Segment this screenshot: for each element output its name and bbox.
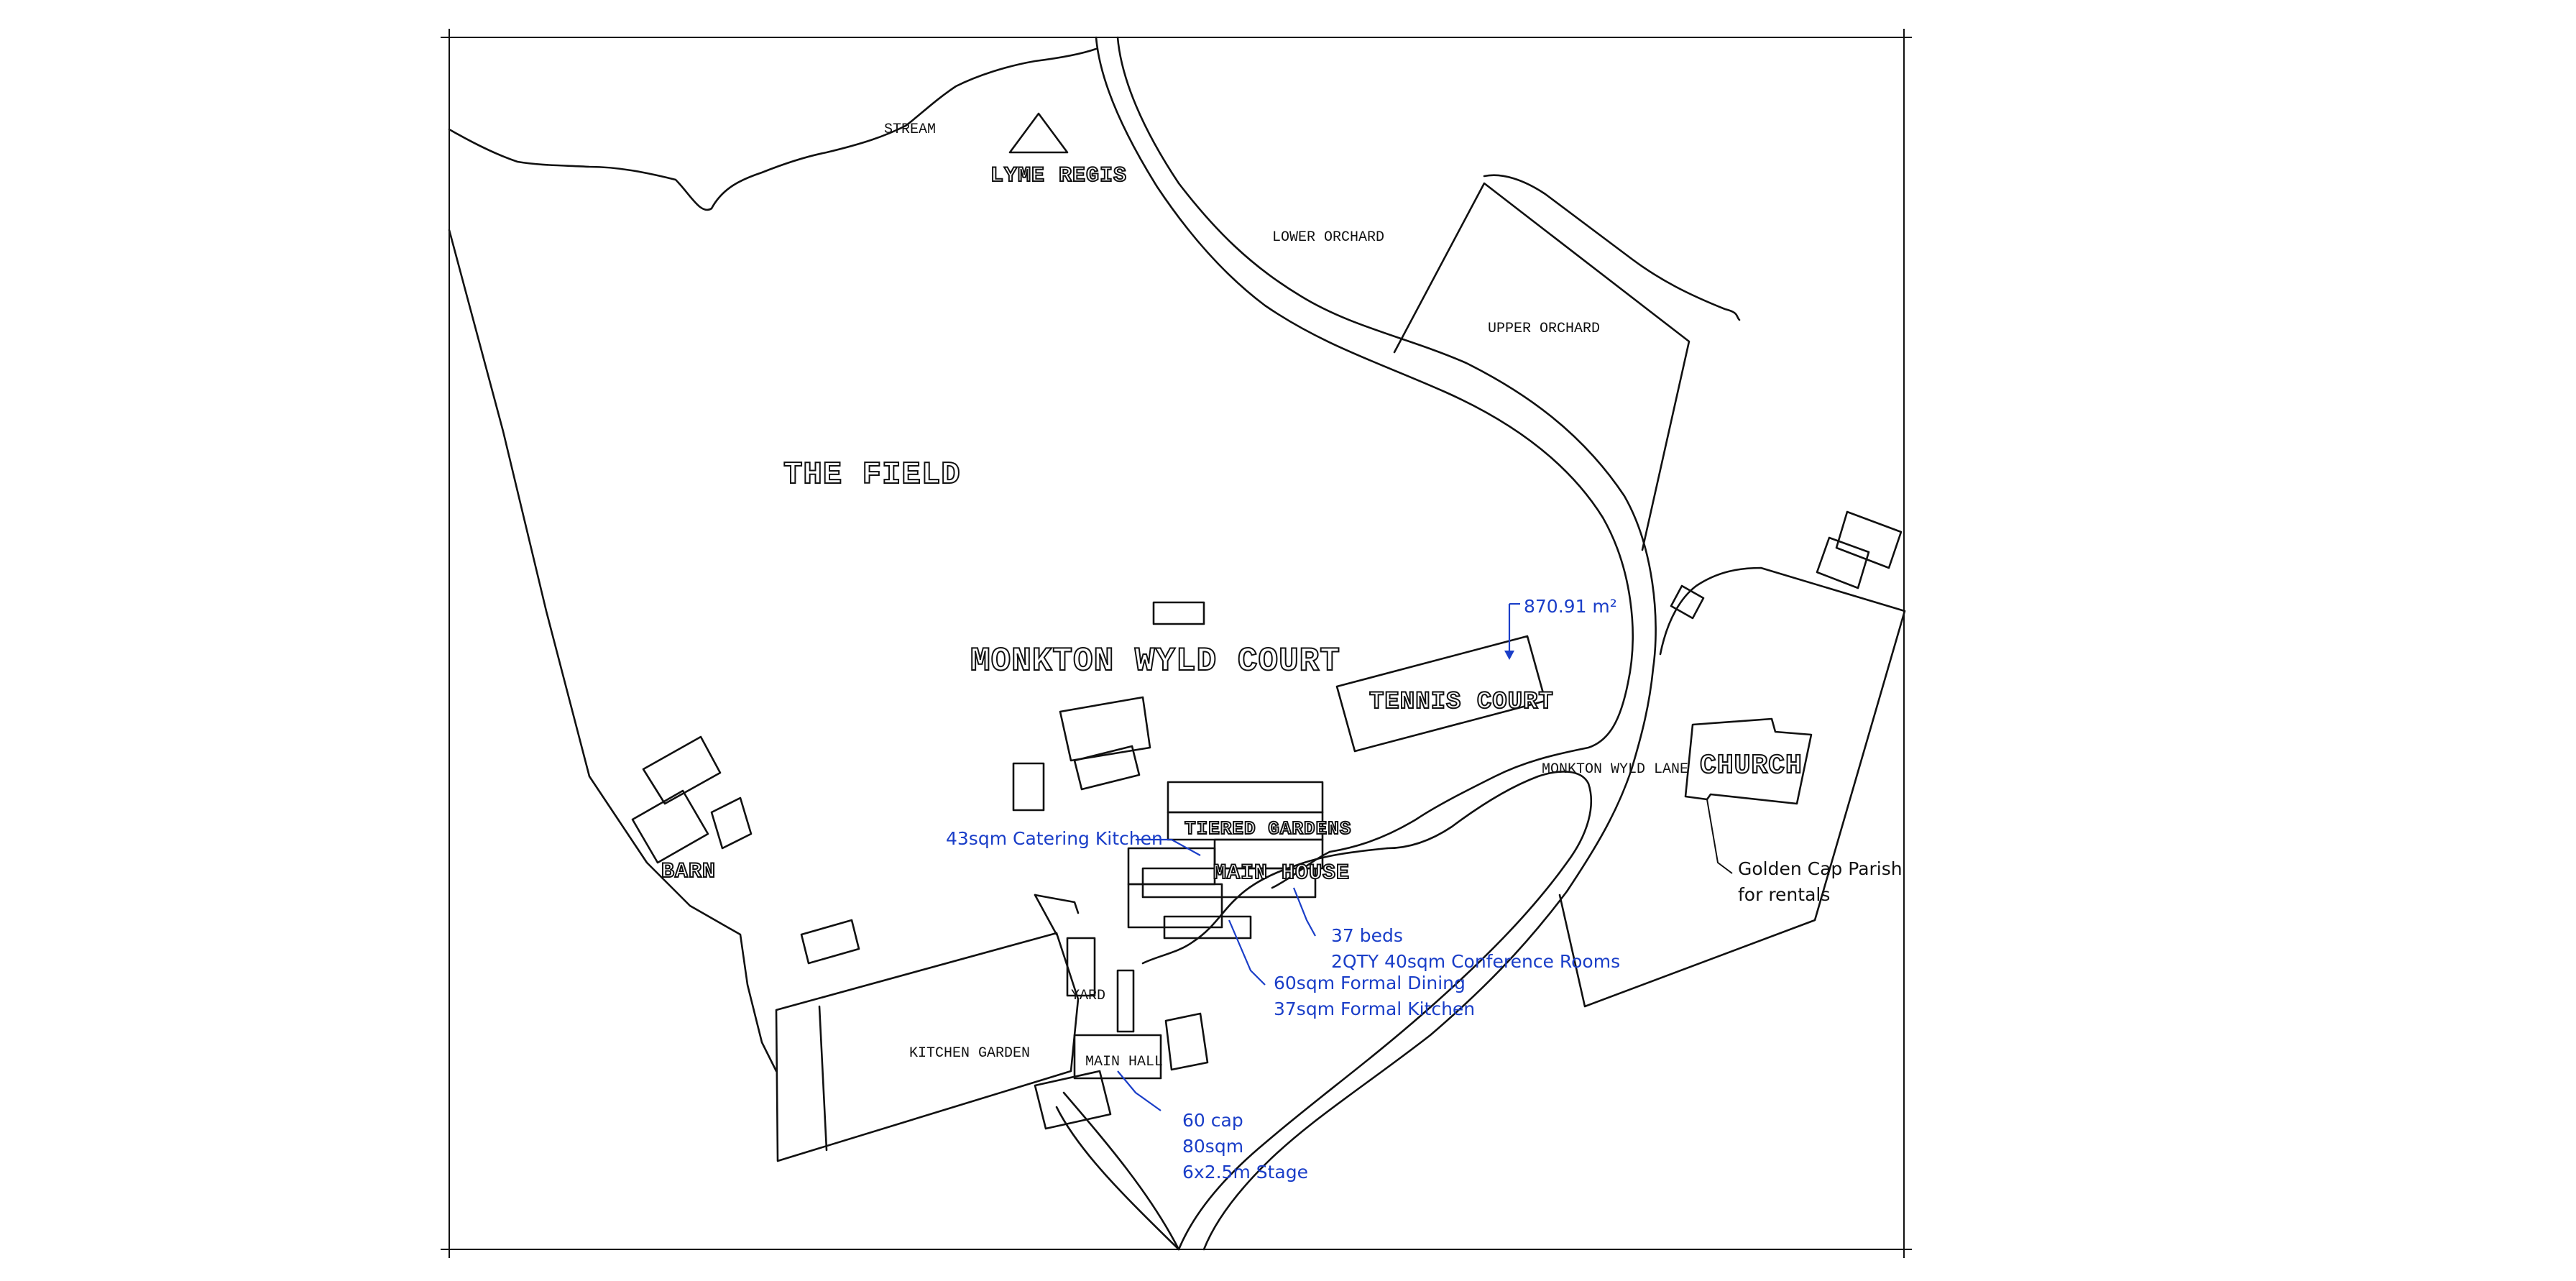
annotation-conference-rooms: 2QTY 40sqm Conference Rooms — [1331, 951, 1620, 972]
label-barn: BARN — [661, 860, 716, 884]
label-monkton-wyld-lane: MONKTON WYLD LANE — [1542, 761, 1688, 778]
annotation-hall-stage: 6x2.5m Stage — [1182, 1162, 1308, 1183]
label-main-house: MAIN HOUSE — [1213, 861, 1350, 886]
annotation-catering-kitchen: 43sqm Catering Kitchen — [946, 828, 1163, 849]
road-south-outer — [1177, 771, 1593, 1251]
church-note-leader — [1706, 799, 1733, 874]
annotation-hall-area: 80sqm — [1182, 1136, 1243, 1157]
label-lower-orchard: LOWER ORCHARD — [1272, 229, 1384, 246]
stream-boundary — [448, 47, 1098, 211]
beds-leader — [1292, 887, 1316, 937]
drawing-frame — [441, 29, 1912, 1258]
label-upper-orchard: UPPER ORCHARD — [1488, 321, 1600, 337]
dining-leader — [1228, 919, 1266, 986]
misc-buildings — [631, 601, 1205, 864]
main-house-complex — [1127, 781, 1324, 940]
label-yard: YARD — [1071, 988, 1105, 1004]
orchard-east-edge — [1483, 174, 1741, 321]
label-main-hall: MAIN HALL — [1085, 1054, 1163, 1070]
triangle-marker — [1008, 112, 1069, 154]
road-inner — [1116, 36, 1657, 1251]
annotation-formal-dining: 60sqm Formal Dining — [1274, 973, 1466, 993]
label-monkton-wyld-court: MONKTON WYLD COURT — [970, 643, 1340, 680]
label-walled-garden: TIERED GARDENS — [1184, 818, 1351, 840]
note-church-line1: Golden Cap Parish — [1738, 858, 1903, 879]
label-church: CHURCH — [1700, 750, 1803, 781]
west-boundary — [448, 229, 778, 1073]
ne-buildings — [1670, 510, 1903, 620]
annotation-area: 870.91 m² — [1524, 596, 1617, 617]
label-tennis-court: TENNIS COURT — [1369, 689, 1554, 716]
note-church-line2: for rentals — [1738, 884, 1830, 905]
tennis-court-outline — [1335, 635, 1547, 753]
church-building — [1684, 717, 1813, 805]
hall-leader — [1117, 1070, 1162, 1111]
annotation-beds: 37 beds — [1331, 925, 1403, 946]
south-cluster — [775, 894, 1209, 1251]
label-lyme-regis: LYME REGIS — [990, 164, 1127, 188]
annotation-hall-cap: 60 cap — [1182, 1110, 1243, 1131]
area-arrowhead — [1504, 651, 1514, 660]
label-stream: STREAM — [884, 121, 936, 138]
label-kitchen-garden: KITCHEN GARDEN — [909, 1045, 1030, 1062]
label-the-field: THE FIELD — [783, 457, 961, 493]
church-parcel — [1558, 566, 1906, 1008]
road-outer — [1095, 36, 1634, 853]
upper-orchard-boundary — [1393, 182, 1690, 551]
annotation-formal-kitchen: 37sqm Formal Kitchen — [1274, 998, 1475, 1019]
southwest-boundary — [1062, 1091, 1180, 1251]
catering-leader — [1136, 838, 1201, 856]
